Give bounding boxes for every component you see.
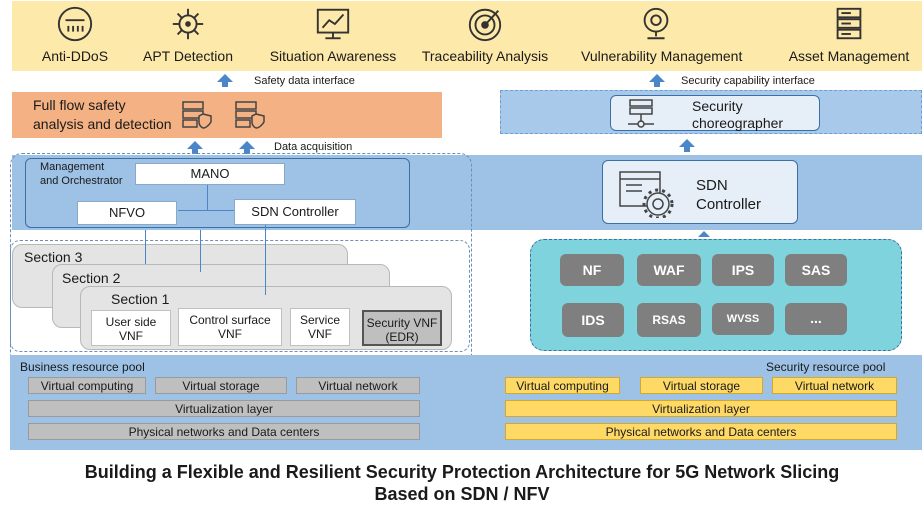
up-arrow-icon <box>239 141 255 154</box>
vnf-line-2: (EDR) <box>385 330 419 344</box>
target-icon <box>468 8 502 42</box>
section-3-label: Section 3 <box>24 249 83 265</box>
mano-group-line-1: Management <box>40 161 105 173</box>
business-virtual-network: Virtual network <box>296 377 420 394</box>
connector-line <box>207 185 208 210</box>
business-physical-networks: Physical networks and Data centers <box>28 423 420 440</box>
control-surface-vnf: Control surface VNF <box>178 308 282 346</box>
sdn-controller-box: SDN Controller <box>234 199 356 225</box>
capability-anti-ddos: Anti-DDoS <box>0 1 150 71</box>
vnf-line-1: Service <box>299 313 340 327</box>
server-stack-icon <box>628 99 654 128</box>
sdn-controller-right-label: SDN Controller <box>696 176 761 214</box>
mano-group-line-2: and Orchestrator <box>40 175 123 187</box>
business-pool-title: Business resource pool <box>20 360 145 374</box>
section-1-label: Section 1 <box>111 291 170 307</box>
mano-box: MANO <box>135 163 285 185</box>
capability-label: Traceability Analysis <box>421 48 549 64</box>
capability-traceability-analysis: Traceability Analysis <box>410 1 560 71</box>
vnf-line-1: Control surface <box>189 313 271 327</box>
up-arrow-icon <box>649 74 665 87</box>
choreographer-line-2: choreographer <box>692 115 784 131</box>
server-shield-icon <box>182 101 212 129</box>
security-function-nf: NF <box>560 254 624 286</box>
shield-lines-icon <box>57 6 93 42</box>
business-virtualization-layer: Virtualization layer <box>28 400 420 417</box>
flow-line-2: analysis and detection <box>33 116 172 132</box>
security-function-wvss: WVSS <box>712 303 774 335</box>
up-arrow-icon <box>698 231 710 244</box>
up-arrow-icon <box>187 141 203 154</box>
sdn-controller-right-box <box>602 160 798 224</box>
security-physical-networks: Physical networks and Data centers <box>505 423 897 440</box>
sections-outline <box>10 240 470 352</box>
capability-situation-awareness: Situation Awareness <box>258 1 408 71</box>
security-function-more: ... <box>785 303 847 335</box>
security-virtual-storage: Virtual storage <box>640 377 763 394</box>
capability-apt-detection: APT Detection <box>113 1 263 71</box>
security-virtualization-layer: Virtualization layer <box>505 400 897 417</box>
full-flow-analysis-box <box>12 92 442 138</box>
monitor-chart-icon <box>316 8 350 40</box>
caption-line-2: Based on SDN / NFV <box>374 484 550 504</box>
window-gear-icon <box>619 171 674 218</box>
capability-label: Situation Awareness <box>269 48 397 64</box>
security-function-waf: WAF <box>637 254 701 286</box>
vnf-line-2: VNF <box>218 327 242 341</box>
vnf-line-2: VNF <box>308 327 332 341</box>
capability-bar <box>12 1 922 71</box>
capability-label: Anti-DDoS <box>41 48 109 64</box>
data-acquisition-label: Data acquisition <box>274 141 353 153</box>
security-function-ips: IPS <box>712 254 774 286</box>
security-pool-title: Security resource pool <box>766 360 886 374</box>
connector-line <box>178 210 234 211</box>
service-vnf: Service VNF <box>290 308 350 346</box>
business-virtual-computing: Virtual computing <box>28 377 146 394</box>
security-vnf-edr: Security VNF (EDR) <box>362 310 442 346</box>
capability-label: Vulnerability Management <box>581 48 743 64</box>
nfvo-box: NFVO <box>77 201 177 225</box>
vnf-line-1: User side <box>105 315 157 329</box>
capability-label: Asset Management <box>788 48 910 64</box>
connector-line <box>145 230 146 264</box>
up-arrow-icon <box>217 74 233 87</box>
business-virtual-storage: Virtual storage <box>155 377 287 394</box>
capability-asset-management: Asset Management <box>774 1 924 71</box>
capability-vulnerability-management: Vulnerability Management <box>581 1 743 71</box>
sdn-right-line-2: Controller <box>696 196 762 213</box>
virus-icon <box>172 8 204 40</box>
vnf-line-2: VNF <box>119 329 143 343</box>
caption-line-1: Building a Flexible and Resilient Securi… <box>84 462 840 482</box>
server-rack-icon <box>836 7 862 40</box>
security-function-sas: SAS <box>785 254 847 286</box>
sdn-right-line-1: SDN <box>696 177 728 194</box>
full-flow-analysis-label: Full flow safety analysis and detection <box>33 96 172 134</box>
mano-group-label: Management and Orchestrator <box>40 160 123 188</box>
security-virtual-network: Virtual network <box>772 377 897 394</box>
connector-line <box>265 225 266 295</box>
security-choreographer-box <box>610 95 820 131</box>
choreographer-line-1: Security <box>692 98 743 114</box>
safety-interface-label: Safety data interface <box>254 75 355 87</box>
up-arrow-icon <box>679 139 695 152</box>
security-choreographer-label: Security choreographer <box>692 98 783 132</box>
webcam-icon <box>643 7 669 40</box>
security-capability-interface-label: Security capability interface <box>681 75 815 87</box>
security-function-ids: IDS <box>562 303 624 337</box>
user-side-vnf: User side VNF <box>91 310 171 346</box>
connector-line <box>200 230 201 272</box>
section-2-label: Section 2 <box>62 270 121 286</box>
capability-label: APT Detection <box>142 48 233 64</box>
security-function-rsas: RSAS <box>637 303 701 337</box>
security-virtual-computing: Virtual computing <box>505 377 620 394</box>
flow-line-1: Full flow safety <box>33 97 126 113</box>
vnf-line-1: Security VNF <box>366 316 438 330</box>
server-shield-icon <box>235 101 265 129</box>
